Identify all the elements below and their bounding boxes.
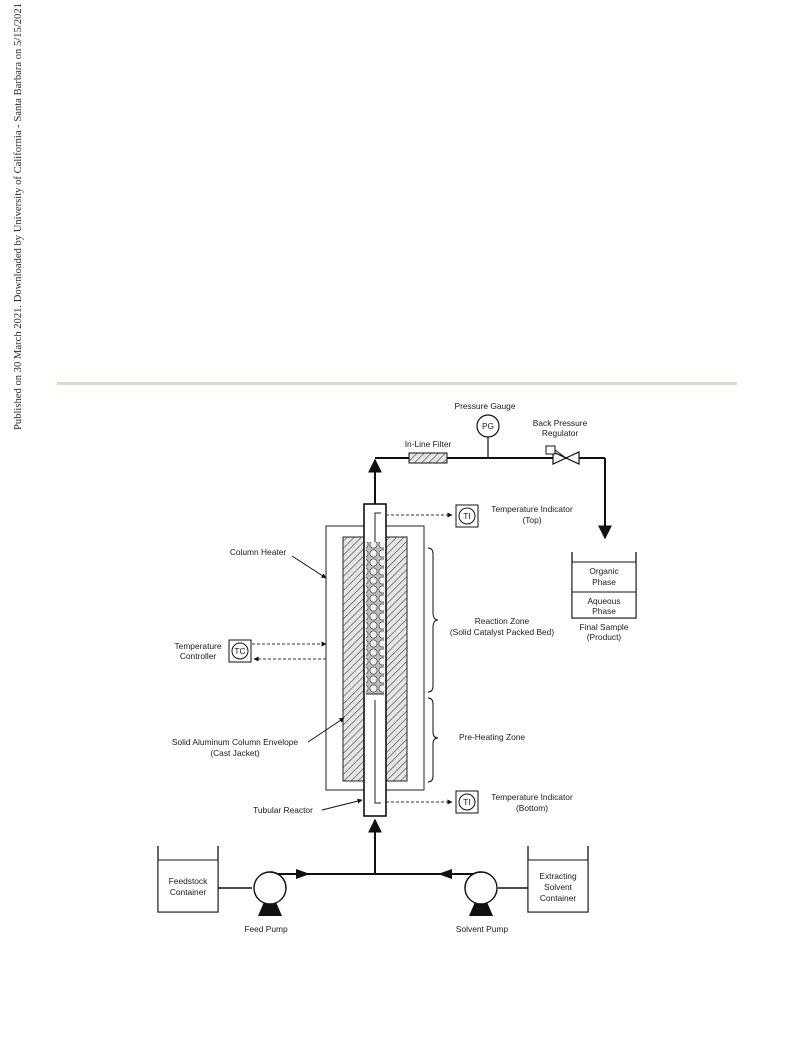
ti-top-label-1: Temperature Indicator (491, 504, 573, 514)
feedstock-label-1: Feedstock (169, 876, 208, 886)
ti-top-label-2: (Top) (522, 515, 541, 525)
column-heater-label: Column Heater (230, 547, 287, 557)
organic-label-2: Phase (592, 577, 616, 587)
ti-bottom-label-2: (Bottom) (516, 803, 548, 813)
tc-symbol: TC (234, 646, 245, 656)
back-pressure-label-1: Back Pressure (533, 418, 588, 428)
tubular-reactor-label: Tubular Reactor (253, 805, 313, 815)
separator-line (57, 382, 737, 385)
back-pressure-label-2: Regulator (542, 428, 579, 438)
preheat-zone-brace (427, 697, 439, 783)
extract-label-1: Extracting (539, 871, 577, 881)
aqueous-label-1: Aqueous (587, 596, 620, 606)
inline-filter-label: In-Line Filter (405, 439, 452, 449)
packed-bed (366, 542, 384, 694)
final-sample-label-1: Final Sample (580, 622, 629, 632)
aqueous-label-2: Phase (592, 606, 616, 616)
reaction-zone-label-2: (Solid Catalyst Packed Bed) (450, 627, 554, 637)
feed-pump-icon (253, 871, 287, 916)
feed-pump-label: Feed Pump (244, 924, 288, 934)
reaction-zone-label-1: Reaction Zone (475, 616, 530, 626)
inline-filter (408, 452, 448, 464)
pressure-gauge-label: Pressure Gauge (455, 401, 516, 411)
reaction-zone-brace (427, 547, 439, 693)
temp-controller-label-1: Temperature (174, 641, 221, 651)
temp-controller-label-2: Controller (180, 651, 217, 661)
envelope-label-2: (Cast Jacket) (210, 748, 260, 758)
ti-top-symbol: TI (463, 511, 470, 521)
final-sample-label-2: (Product) (587, 632, 622, 642)
pg-symbol: PG (482, 421, 494, 431)
extract-label-3: Container (540, 893, 577, 903)
organic-label-1: Organic (589, 566, 618, 576)
feedstock-label-2: Container (170, 887, 207, 897)
pressure-gauge (476, 414, 500, 438)
preheat-zone-label: Pre-Heating Zone (459, 732, 525, 742)
ti-bottom-label-1: Temperature Indicator (491, 792, 573, 802)
solvent-pump-icon (464, 871, 498, 916)
ti-bottom-symbol: TI (463, 797, 470, 807)
envelope-label-1: Solid Aluminum Column Envelope (172, 737, 298, 747)
extract-label-2: Solvent (544, 882, 573, 892)
solvent-pump-label: Solvent Pump (456, 924, 508, 934)
